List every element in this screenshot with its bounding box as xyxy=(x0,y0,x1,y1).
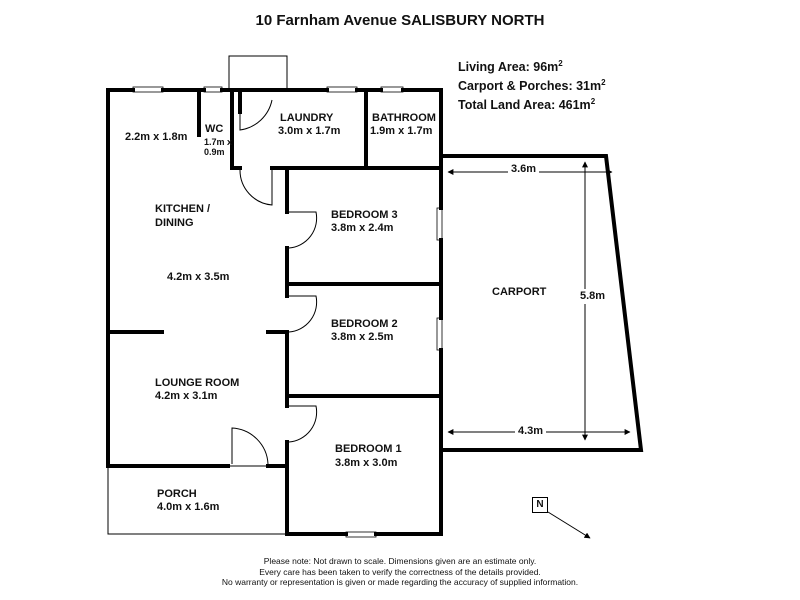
corridor-door xyxy=(239,169,273,206)
window xyxy=(326,86,358,93)
wc-name: WC xyxy=(205,123,224,135)
porch-name: PORCH xyxy=(157,488,197,500)
bedroom1-door xyxy=(288,405,318,443)
lounge-dim: 4.2m x 3.1m xyxy=(155,390,218,402)
window xyxy=(132,86,164,93)
carport xyxy=(441,154,644,452)
north-arrow xyxy=(547,511,591,539)
bathroom-name: BATHROOM xyxy=(372,112,436,124)
window xyxy=(203,86,223,93)
disclaimer-line: Please note: Not drawn to scale. Dimensi… xyxy=(263,556,537,566)
porch-dim: 4.0m x 1.6m xyxy=(157,501,220,513)
bedroom3-name: BEDROOM 3 xyxy=(331,209,398,221)
disclaimer-line: No warranty or representation is given o… xyxy=(221,577,579,587)
disclaimer: Please note: Not drawn to scale. Dimensi… xyxy=(0,556,800,588)
bedroom2-dim: 3.8m x 2.5m xyxy=(331,331,394,343)
window xyxy=(345,531,377,538)
lounge-name: LOUNGE ROOM xyxy=(155,377,240,389)
small-room-dim: 2.2m x 1.8m xyxy=(125,131,188,143)
front-door xyxy=(231,427,269,465)
disclaimer-line: Every care has been taken to verify the … xyxy=(259,566,541,577)
bedroom1-name: BEDROOM 1 xyxy=(335,443,402,455)
laundry-name: LAUNDRY xyxy=(280,112,334,124)
carport-bottom-dim: 4.3m xyxy=(515,425,547,438)
bedroom3-door xyxy=(288,211,318,249)
carport-side-dim: 5.8m xyxy=(579,289,607,304)
area-summary: Living Area: 96m2 Carport & Porches: 31m… xyxy=(458,56,606,113)
window xyxy=(436,317,443,351)
north-indicator: N xyxy=(532,497,548,513)
kitchen-name-2: DINING xyxy=(155,217,194,229)
laundry-door xyxy=(239,92,273,131)
total-land-area: Total Land Area: 461m2 xyxy=(458,97,596,113)
carport-name: CARPORT xyxy=(492,286,547,298)
laundry-dim: 3.0m x 1.7m xyxy=(278,125,341,137)
living-area: Living Area: 96m2 xyxy=(458,59,563,75)
wc-dim-2: 0.9m xyxy=(204,147,225,157)
bedroom3-dim: 3.8m x 2.4m xyxy=(331,222,394,234)
property-title: 10 Farnham Avenue SALISBURY NORTH xyxy=(255,12,545,29)
wc-dim-1: 1.7m x xyxy=(204,137,233,147)
bedroom1-dim: 3.8m x 3.0m xyxy=(335,457,398,469)
kitchen-name-1: KITCHEN / xyxy=(155,203,210,215)
kitchen-dim: 4.2m x 3.5m xyxy=(167,271,230,283)
carport-porches-area: Carport & Porches: 31m2 xyxy=(458,78,606,94)
bedroom2-name: BEDROOM 2 xyxy=(331,318,398,330)
carport-top-dim: 3.6m xyxy=(508,163,540,176)
window xyxy=(380,86,404,93)
bedroom2-door xyxy=(288,295,318,333)
doors xyxy=(231,92,318,465)
bathroom-dim: 1.9m x 1.7m xyxy=(370,125,433,137)
walls xyxy=(106,88,443,536)
window xyxy=(436,207,443,241)
